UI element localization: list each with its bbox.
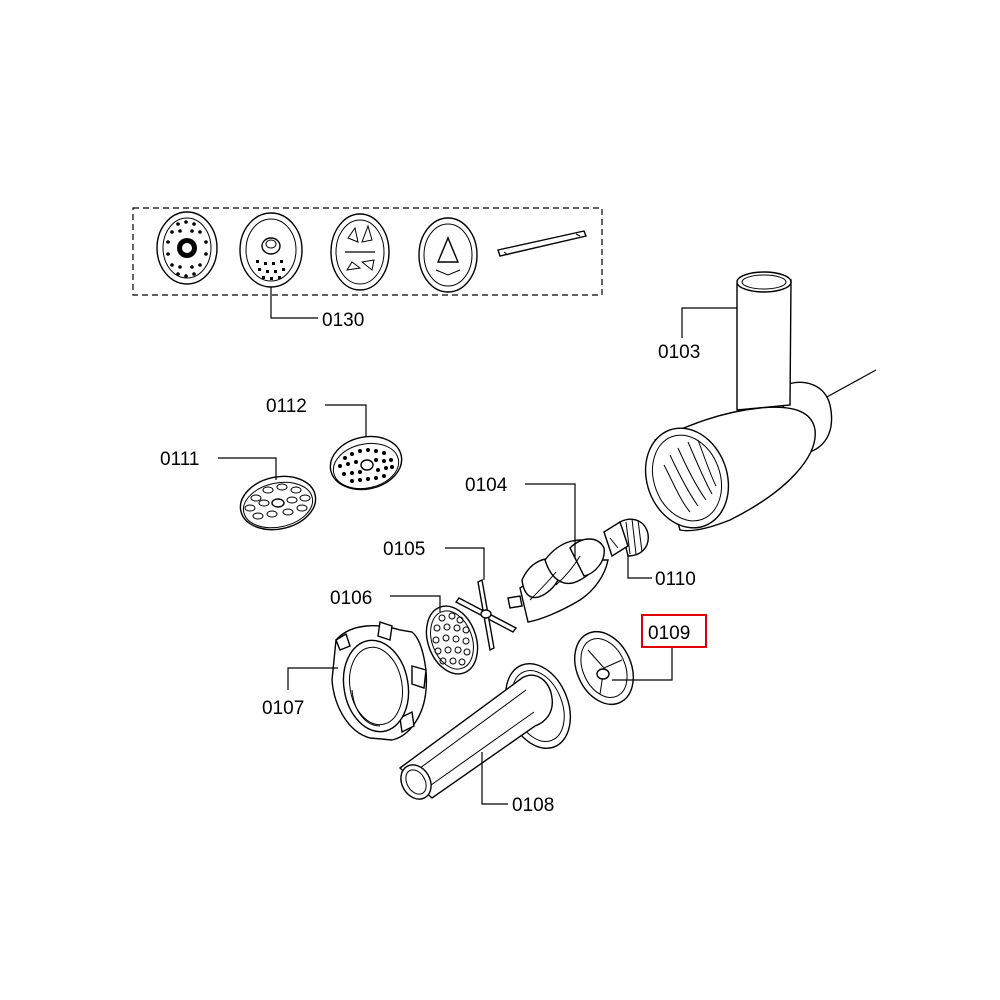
label-0108: 0108 — [512, 795, 554, 816]
hole-plate[interactable]: 0106 — [330, 588, 487, 681]
label-0105: 0105 — [383, 539, 425, 560]
accessory-kit-group[interactable]: 0130 — [132, 207, 603, 331]
drive-coupling[interactable]: 0110 — [603, 518, 696, 590]
label-0107: 0107 — [262, 698, 304, 719]
label-0106: 0106 — [330, 588, 372, 609]
sausage-filler-nozzle[interactable]: 0108 — [395, 654, 582, 816]
label-0110: 0110 — [655, 569, 696, 590]
label-0112: 0112 — [266, 396, 307, 417]
label-0109: 0109 — [648, 623, 690, 644]
perforated-disc-coarse[interactable]: 0111 — [160, 449, 321, 536]
label-0111: 0111 — [160, 449, 199, 470]
highlight-box-0109 — [641, 614, 707, 648]
perforated-disc-fine[interactable]: 0112 — [266, 396, 407, 496]
worm-screw[interactable]: 0104 — [465, 475, 609, 623]
label-0103: 0103 — [658, 342, 700, 363]
cleaning-rod — [497, 230, 587, 257]
cone-shaping-disc — [418, 217, 478, 293]
locking-ring[interactable]: 0107 — [262, 621, 428, 741]
housing-with-feed-tube[interactable]: 0103 — [632, 271, 877, 540]
accessory-kit-dashed-frame — [132, 207, 603, 296]
fine-grating-disc — [156, 211, 218, 285]
separator-ring[interactable]: 0109 — [563, 614, 707, 714]
label-0104: 0104 — [465, 475, 508, 496]
cross-knife[interactable]: 0105 — [383, 539, 518, 652]
coarse-grating-disc — [239, 212, 303, 288]
slicing-disc — [330, 213, 390, 291]
label-0130: 0130 — [322, 310, 364, 331]
